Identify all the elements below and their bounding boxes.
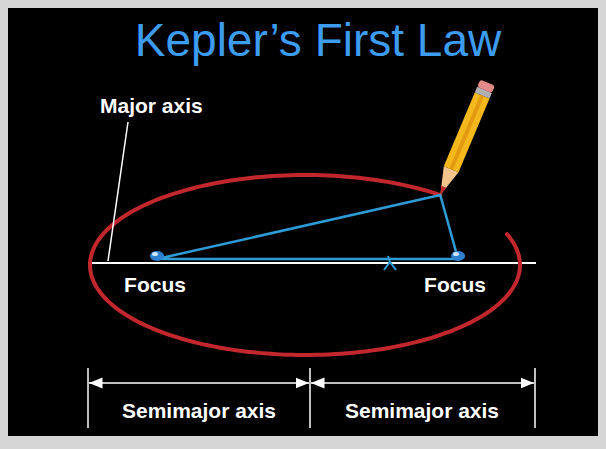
pencil-eraser xyxy=(477,79,495,93)
axis-label: Major axis xyxy=(100,94,203,118)
dimension-arrow xyxy=(311,382,534,384)
slide-title: Kepler’s First Law xyxy=(135,14,501,66)
leader-line xyxy=(108,122,128,261)
ellipse-orbit xyxy=(90,175,520,355)
pencil-wood xyxy=(433,166,459,198)
pencil xyxy=(433,79,495,198)
focus-label: Focus xyxy=(424,273,486,297)
dimension-tick xyxy=(309,368,311,428)
dimension-tick xyxy=(87,368,89,428)
pin-highlight xyxy=(152,252,158,256)
focus-label: Focus xyxy=(124,273,186,297)
dimension-label: Semimajor axis xyxy=(122,399,276,423)
dimension-arrow xyxy=(89,382,309,384)
pencil-lead xyxy=(438,186,446,196)
pin-head xyxy=(451,251,465,261)
pin-head xyxy=(150,251,164,261)
pin-highlight xyxy=(453,252,459,256)
pencil-body xyxy=(444,92,490,172)
string-knot xyxy=(384,256,396,270)
string-loop xyxy=(157,195,458,259)
dimension-tick xyxy=(534,368,536,428)
dimension-label: Semimajor axis xyxy=(345,399,499,423)
slide-panel xyxy=(8,8,598,436)
major-axis-line xyxy=(88,262,536,264)
pencil-stripe xyxy=(449,95,484,170)
